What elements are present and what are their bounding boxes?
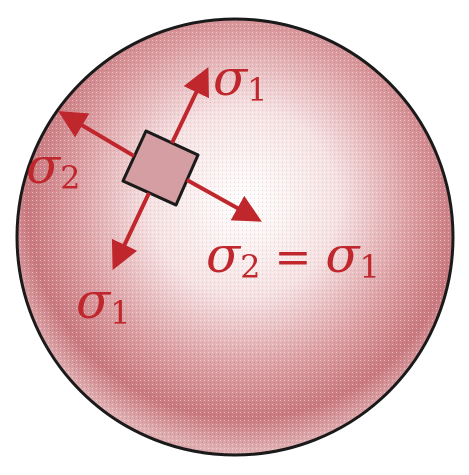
sphere-texture [19,21,451,453]
label-sigma2-left: σ2 [26,137,81,197]
arrow-sigma2-right [186,178,262,222]
arrow-sigma1-up [170,66,209,144]
label-sigma1-bottom: σ1 [76,272,131,332]
arrow-sigma1-down [111,192,151,271]
stress-element [121,129,200,207]
arrow-sigma2-left [58,111,136,158]
label-equation: σ2=σ1 [206,226,380,286]
label-sigma1-top: σ1 [213,49,268,109]
